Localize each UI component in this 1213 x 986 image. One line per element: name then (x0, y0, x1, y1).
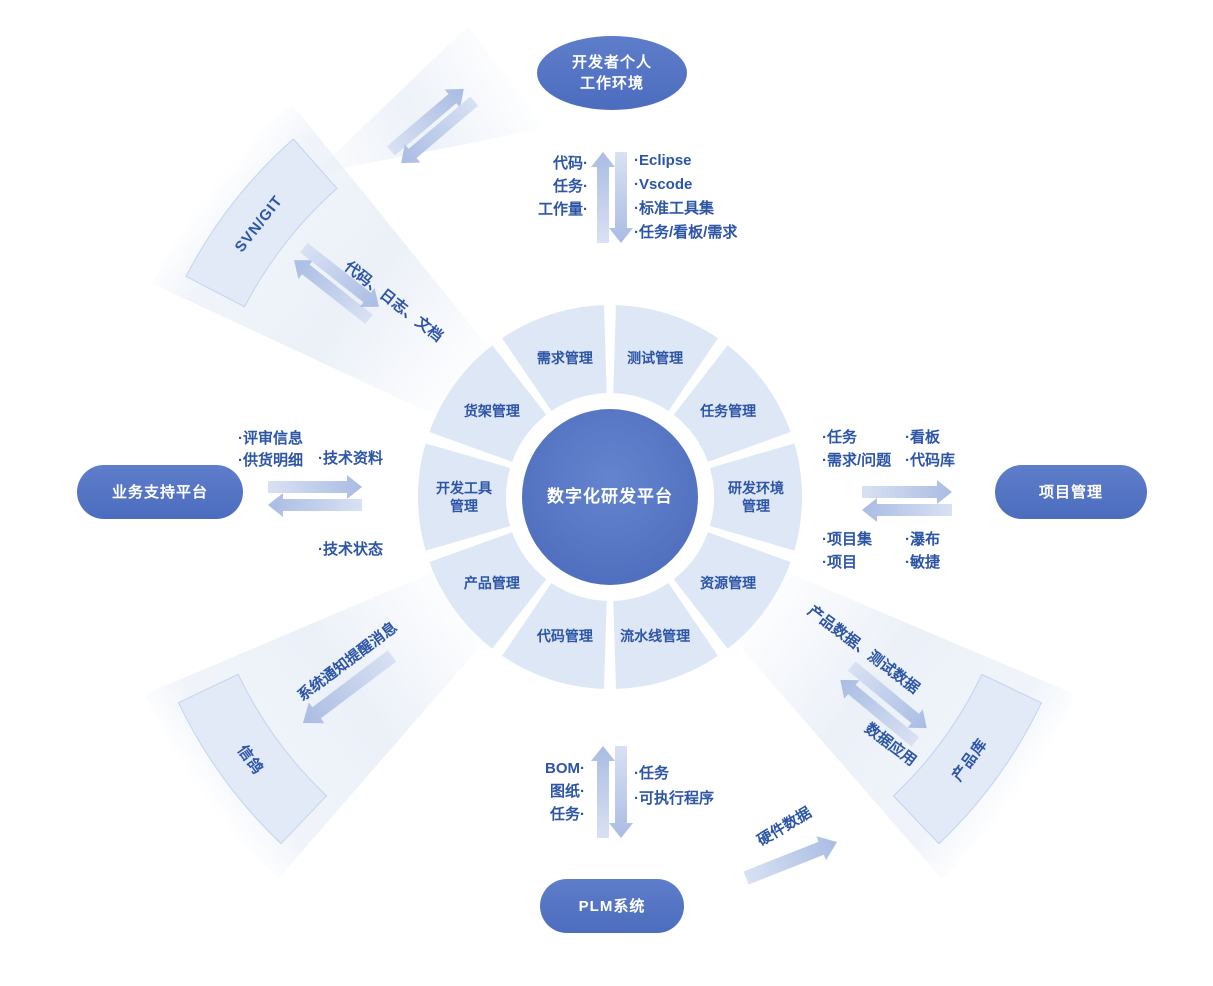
ring-segment-label: 研发环境 (728, 480, 784, 496)
flow-arrow (300, 243, 379, 307)
ring-segment-label: 管理 (742, 498, 770, 514)
edge-label-line: ·瀑布 (905, 531, 940, 548)
edge-label-line: ·任务 (634, 765, 669, 782)
edge-label-line: ·看板 (905, 429, 940, 446)
ring-segment-label: 开发工具 (436, 480, 492, 496)
edge-labels-dev-left: 代码· 任务· 工作量· (458, 152, 588, 221)
flow-arrow (609, 746, 633, 838)
edge-labels-dev-right: ·Eclipse ·Vscode ·标准工具集 ·任务/看板/需求 (634, 149, 737, 245)
edge-labels-proj-bottom-right: ·瀑布 ·敏捷 (905, 528, 940, 574)
flow-arrow (303, 650, 397, 724)
edge-label-line: 任务· (553, 178, 588, 195)
ring-segment-label: 货架管理 (463, 403, 520, 419)
node-business-support: 业务支持平台 (77, 465, 243, 519)
node-product-repo (892, 673, 1043, 845)
flow-arrow (847, 661, 927, 729)
edge-labels-biz-in: ·评审信息 ·供货明细 (238, 428, 303, 472)
node-plm-label: PLM系统 (578, 897, 646, 915)
flow-arrow (294, 260, 373, 324)
edge-label-line: 任务· (550, 806, 585, 823)
edge-label-line: ·评审信息 (238, 430, 303, 447)
ring-segment-label: 流水线管理 (620, 628, 690, 644)
ring-segment (502, 305, 607, 411)
edge-labels-plm-left: BOM· 图纸· 任务· (495, 757, 585, 826)
edge-label-line: ·供货明细 (238, 452, 303, 469)
node-developer-env: 开发者个人 工作环境 (537, 36, 687, 110)
flow-arrow (609, 152, 633, 243)
ring-segment (502, 583, 607, 689)
flow-arrow (840, 679, 920, 747)
ring-segment-label: 测试管理 (627, 350, 683, 366)
flow-arrow (743, 836, 837, 885)
ring-segment (417, 443, 511, 551)
edge-label-tech-docs: ·技术资料 (318, 450, 383, 467)
edge-label-line: ·敏捷 (905, 554, 940, 571)
ring-segment (613, 583, 718, 689)
node-business-support-label: 业务支持平台 (111, 483, 208, 501)
edge-label-line: ·Eclipse (634, 152, 692, 169)
ring-segment (429, 532, 547, 649)
edge-label-line: ·标准工具集 (634, 200, 714, 217)
flow-arrows (268, 88, 952, 885)
node-developer-env-line2: 工作环境 (579, 75, 644, 92)
ring-segment-label: 资源管理 (700, 575, 756, 591)
edge-label-tech-status: ·技术状态 (318, 541, 383, 558)
node-project-mgmt: 项目管理 (995, 465, 1147, 519)
edge-label-line: ·项目集 (822, 531, 872, 548)
light-beam (314, 26, 546, 174)
edge-labels-plm-right: ·任务 ·可执行程序 (634, 761, 714, 811)
node-svn-git (185, 138, 338, 308)
hub-center-label: 数字化研发平台 (547, 487, 673, 506)
edge-label-line: 工作量· (538, 201, 588, 218)
node-developer-env-line1: 开发者个人 (571, 54, 652, 71)
edge-label-line: BOM· (545, 760, 585, 777)
flow-arrow (862, 498, 952, 522)
ring-segment-label: 代码管理 (536, 628, 593, 644)
edge-label-line: ·任务 (822, 429, 857, 446)
ring-segment-label: 任务管理 (699, 403, 756, 419)
ring-segment (429, 345, 547, 462)
ring-segment (673, 345, 791, 462)
edge-labels-proj-bottom-left: ·项目集 ·项目 (822, 528, 872, 574)
ring-segment-label: 产品管理 (464, 575, 520, 591)
arc-nodes: SVN/GIT 信鸽 产品库 (177, 138, 1043, 845)
flow-arrow (862, 480, 952, 504)
edge-labels-proj-top-left: ·任务 ·需求/问题 (822, 426, 891, 472)
node-project-mgmt-label: 项目管理 (1038, 483, 1103, 501)
flow-arrow (268, 475, 362, 499)
flow-arrow (386, 88, 464, 156)
ring-segment (673, 532, 791, 649)
edge-label-line: 代码· (553, 155, 588, 172)
ring-segment-label: 需求管理 (537, 350, 593, 366)
edge-labels-proj-top-right: ·看板 ·代码库 (905, 426, 955, 472)
ring-segment (613, 305, 718, 411)
edge-label-line: ·代码库 (905, 452, 955, 469)
ring-segment-label: 管理 (450, 498, 478, 514)
flow-arrow (591, 746, 615, 838)
edge-label-line: ·任务/看板/需求 (634, 224, 738, 241)
ring-segment (709, 443, 803, 551)
edge-label-line: ·可执行程序 (634, 790, 714, 807)
flow-arrow (591, 152, 615, 243)
flow-arrow (268, 493, 362, 517)
edge-label-line: ·需求/问题 (822, 452, 892, 469)
hub-center-circle (522, 409, 698, 585)
node-plm: PLM系统 (540, 879, 684, 933)
edge-label-line: 图纸· (550, 783, 585, 800)
node-messenger (177, 673, 328, 845)
flow-arrow (401, 96, 479, 164)
edge-label-line: ·项目 (822, 554, 857, 571)
edge-label-line: ·Vscode (634, 176, 693, 193)
